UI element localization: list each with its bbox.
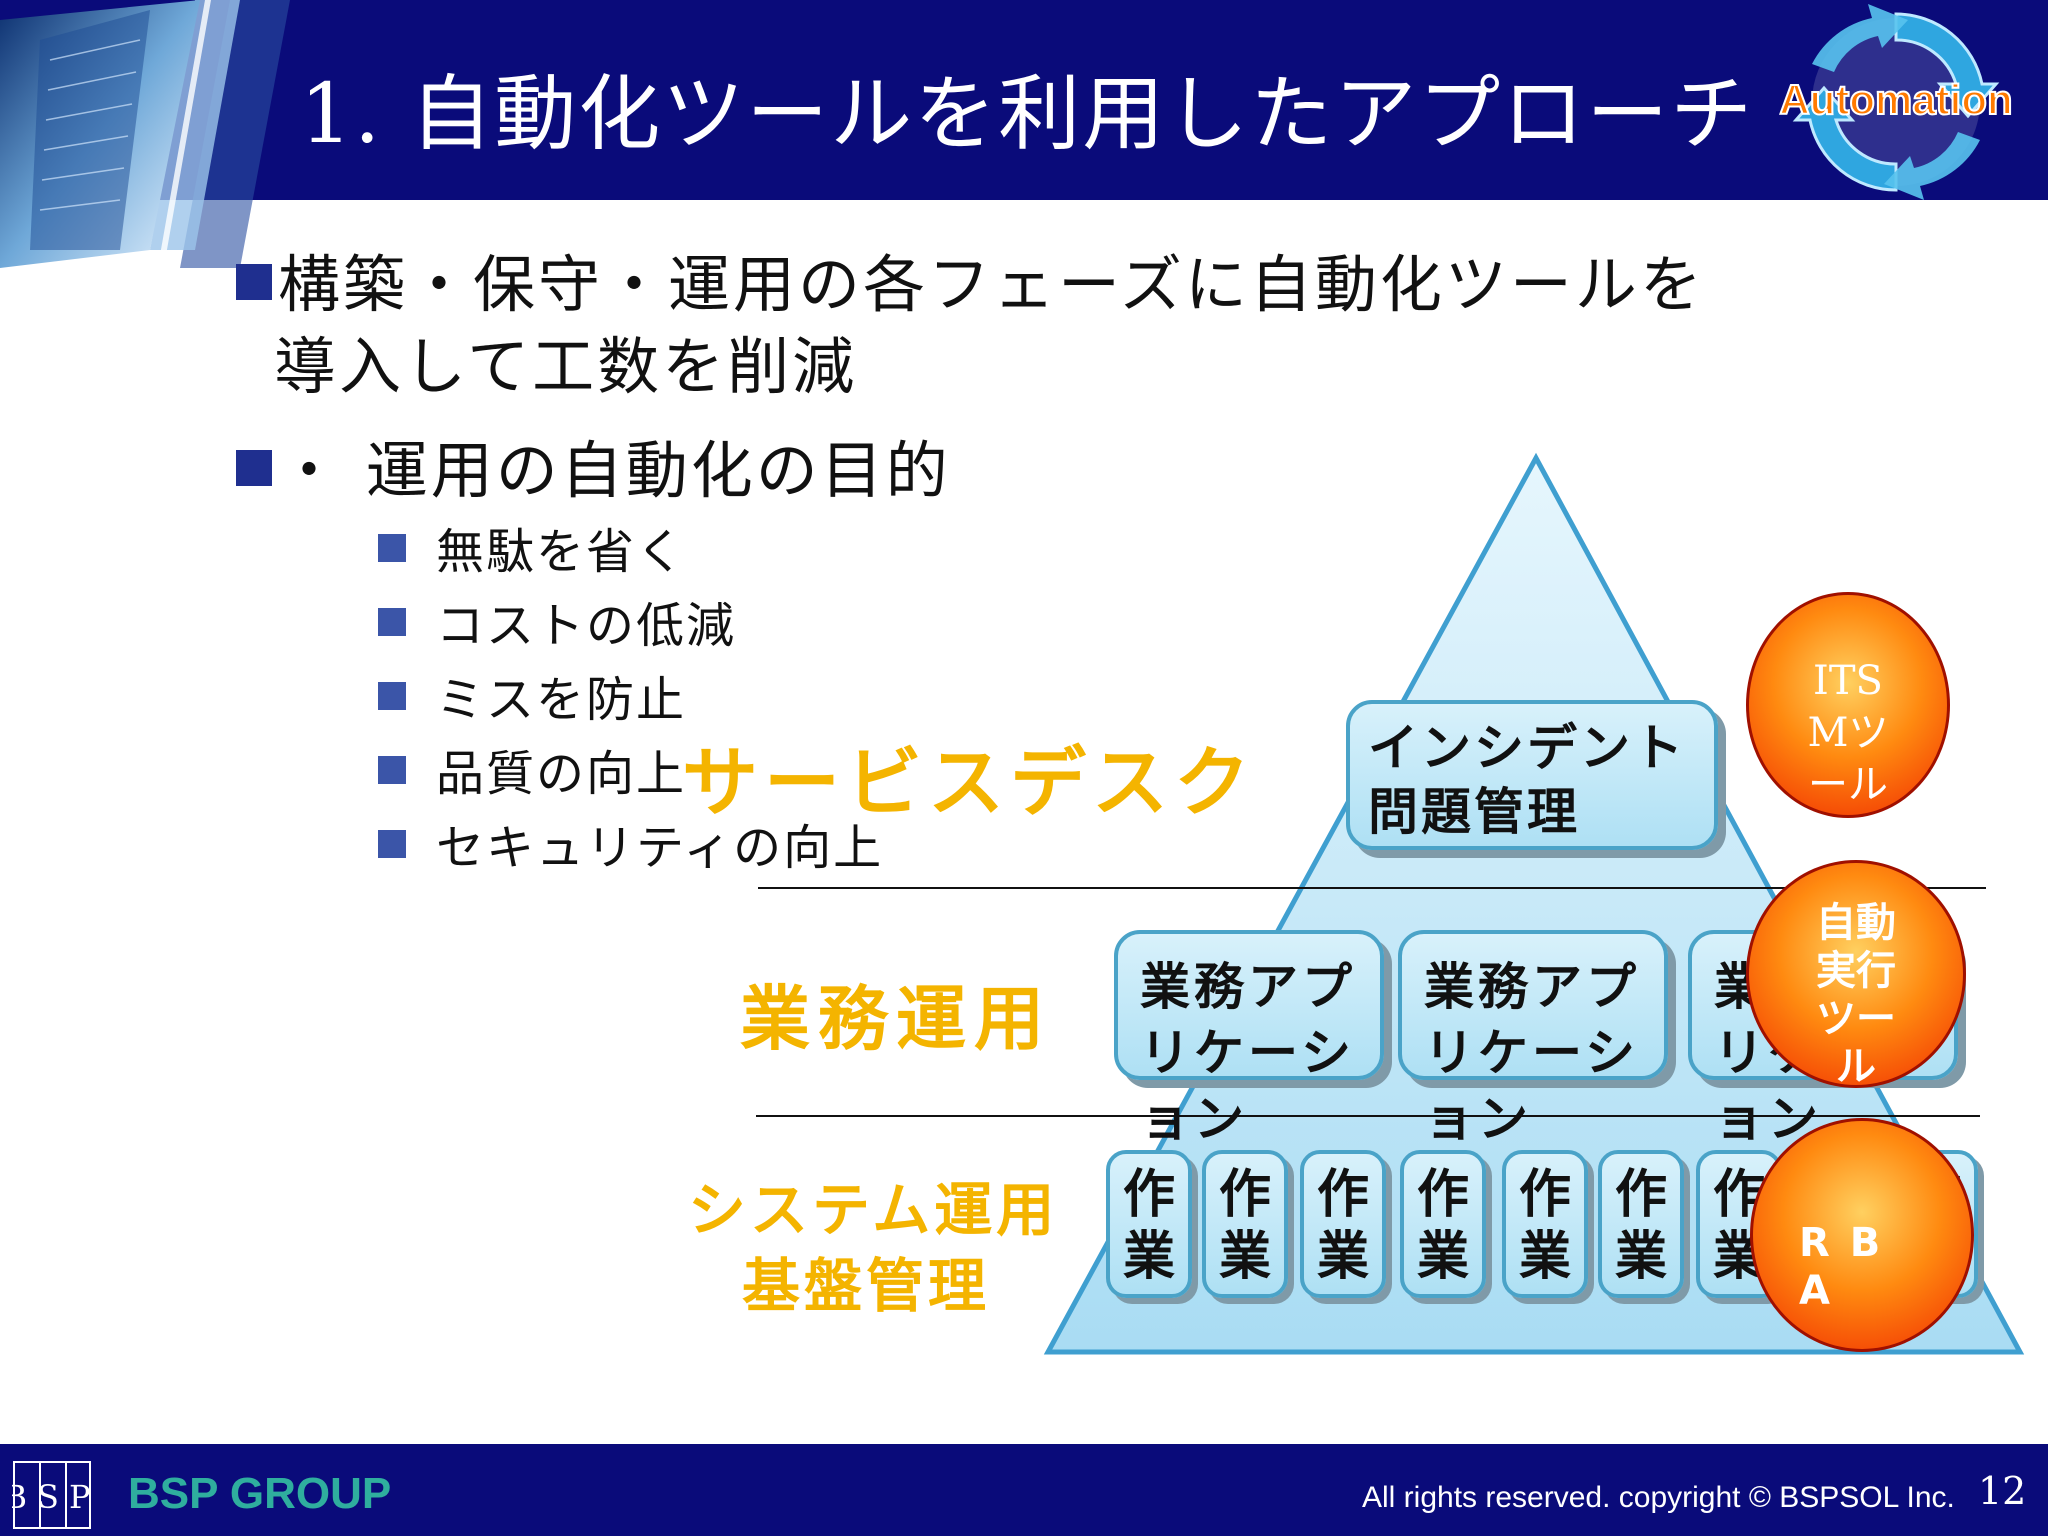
sub-item: セキュリティの向上 bbox=[378, 818, 883, 878]
footer-brand: BSP GROUP bbox=[128, 1469, 392, 1518]
building-photo bbox=[0, 0, 290, 268]
work-box: 作業 bbox=[1502, 1150, 1588, 1298]
square-bullet-icon bbox=[378, 608, 406, 636]
bullet-item-2-text: ・ 運用の自動化の目的 bbox=[278, 434, 951, 507]
sub-item: ミスを防止 bbox=[378, 670, 686, 730]
page-number: 12 bbox=[1978, 1469, 2027, 1513]
square-bullet-icon bbox=[378, 534, 406, 562]
sub-item-text: ミスを防止 bbox=[436, 672, 687, 728]
incident-problem-mgmt-box: インシデント問題管理 bbox=[1346, 700, 1718, 850]
work-box: 作業 bbox=[1300, 1150, 1386, 1298]
bsp-logo-icon: BSP bbox=[12, 1461, 92, 1529]
footer-copyright: All rights reserved. copyright © BSPSOL … bbox=[1362, 1481, 1955, 1514]
footer-bar bbox=[0, 1444, 2048, 1536]
sub-item-text: 無駄を省く bbox=[436, 524, 687, 580]
automation-logo-icon: Automation bbox=[1778, 4, 2014, 200]
bullet-item-1-line2: 導入して工数を削減 bbox=[274, 330, 858, 403]
sub-item-text: 品質の向上 bbox=[436, 746, 687, 802]
sub-item: 無駄を省く bbox=[378, 522, 686, 582]
bullet-item-2: ・ 運用の自動化の目的 bbox=[236, 430, 1836, 512]
automation-logo-text: Automation bbox=[1779, 76, 2012, 123]
layer-label-business-ops: 業務運用 bbox=[740, 978, 1052, 1060]
slide-title: 1. 自動化ツールを利用したアプローチ bbox=[300, 67, 1755, 162]
bullet-item-1: 構築・保守・運用の各フェーズに自動化ツールを 導入して工数を削減 bbox=[236, 244, 1836, 408]
header-bar bbox=[0, 0, 2048, 200]
square-bullet-icon bbox=[236, 264, 272, 300]
bsp-logo-text: BSP bbox=[12, 1478, 92, 1516]
work-box: 作業 bbox=[1400, 1150, 1486, 1298]
layer-label-infra-mgmt: 基盤管理 bbox=[742, 1252, 991, 1320]
work-box: 作業 bbox=[1598, 1150, 1684, 1298]
layer-label-system-ops: システム運用 bbox=[688, 1176, 1059, 1244]
sub-item-text: コストの低減 bbox=[436, 598, 737, 654]
business-app-box: 業務アプリケーション bbox=[1398, 930, 1668, 1148]
auto-exec-tool-circle: 自動実行ツール bbox=[1746, 860, 1966, 1090]
bullet-item-1-line1: 構築・保守・運用の各フェーズに自動化ツールを bbox=[278, 248, 1705, 321]
square-bullet-icon bbox=[378, 756, 406, 784]
sub-item: コストの低減 bbox=[378, 596, 736, 656]
layer-label-service-desk: サービスデスク bbox=[682, 738, 1256, 827]
itsm-tool-circle: ITSMツール bbox=[1746, 592, 1950, 818]
sub-item-text: セキュリティの向上 bbox=[436, 820, 884, 876]
square-bullet-icon bbox=[236, 450, 272, 486]
business-app-box: 業務アプリケーション bbox=[1114, 930, 1384, 1148]
square-bullet-icon bbox=[378, 682, 406, 710]
rba-tool-circle: RBA bbox=[1750, 1118, 1974, 1352]
work-box: 作業 bbox=[1106, 1150, 1192, 1298]
work-box: 作業 bbox=[1202, 1150, 1288, 1298]
sub-item: 品質の向上 bbox=[378, 744, 686, 804]
square-bullet-icon bbox=[378, 830, 406, 858]
